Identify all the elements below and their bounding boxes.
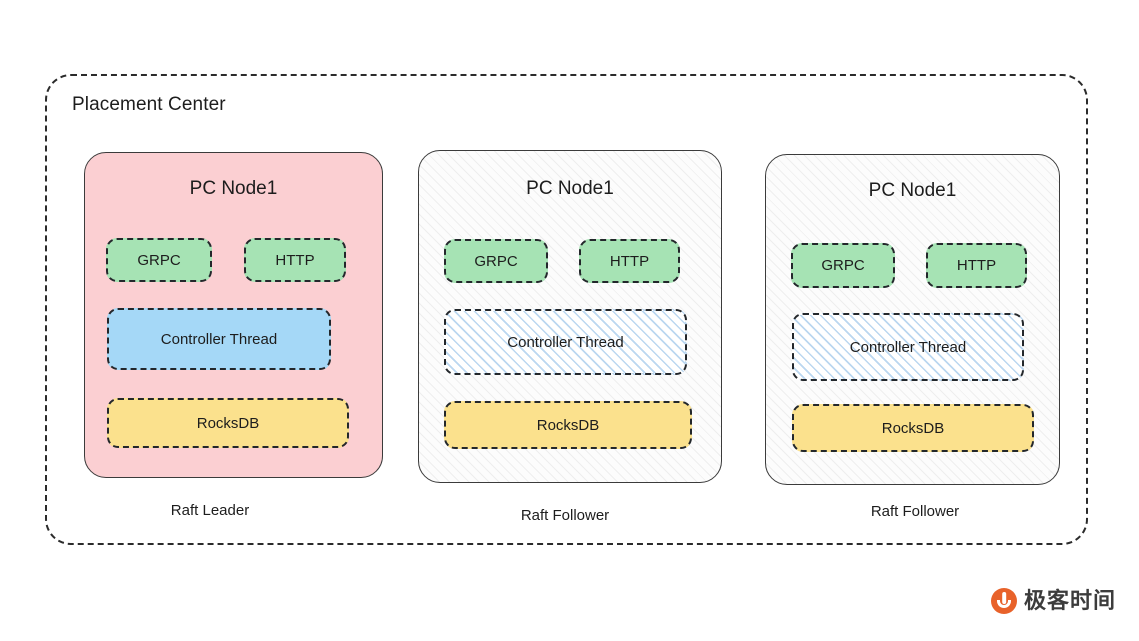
component-label: Controller Thread [507,333,624,351]
component-label: RocksDB [536,416,600,434]
pc-node-card-3[interactable]: PC Node1 GRPC HTTP Controller Thread Roc… [765,154,1060,485]
placement-center-title: Placement Center [72,94,226,115]
pc-node-card-2[interactable]: PC Node1 GRPC HTTP Controller Thread Roc… [418,150,722,483]
placement-center-container [45,74,1088,545]
component-label: GRPC [821,257,865,274]
pc-node-title-3: PC Node1 [868,180,957,201]
component-label: Controller Thread [160,330,278,348]
component-rocksdb-2[interactable]: RocksDB [444,401,692,449]
component-controller-thread-3[interactable]: Controller Thread [792,313,1024,381]
watermark: 极客时间 [991,588,1116,614]
geektime-logo-icon [991,588,1017,614]
component-controller-thread-1[interactable]: Controller Thread [107,308,331,370]
pc-node-title-1: PC Node1 [189,178,278,199]
component-label: HTTP [275,251,315,269]
pc-node-card-1[interactable]: PC Node1 GRPC HTTP Controller Thread Roc… [84,152,383,478]
component-rocksdb-3[interactable]: RocksDB [792,404,1034,452]
component-label: HTTP [956,257,997,274]
component-label: Controller Thread [849,338,967,356]
component-rocksdb-1[interactable]: RocksDB [107,398,349,448]
component-http-2[interactable]: HTTP [579,239,680,283]
role-label-node-2: Raft Follower [520,507,610,524]
role-label-node-3: Raft Follower [870,503,960,520]
pc-node-title-2: PC Node1 [526,178,614,199]
component-grpc-1[interactable]: GRPC [106,238,212,282]
component-http-3[interactable]: HTTP [926,243,1027,288]
component-label: RocksDB [881,419,945,437]
role-label-node-1: Raft Leader [170,502,250,519]
component-grpc-2[interactable]: GRPC [444,239,548,283]
component-http-1[interactable]: HTTP [244,238,346,282]
component-grpc-3[interactable]: GRPC [791,243,895,288]
component-label: GRPC [137,251,181,269]
component-label: RocksDB [196,414,260,432]
component-label: GRPC [474,252,518,270]
watermark-text: 极客时间 [1024,588,1117,613]
component-controller-thread-2[interactable]: Controller Thread [444,309,687,375]
component-label: HTTP [609,252,650,270]
